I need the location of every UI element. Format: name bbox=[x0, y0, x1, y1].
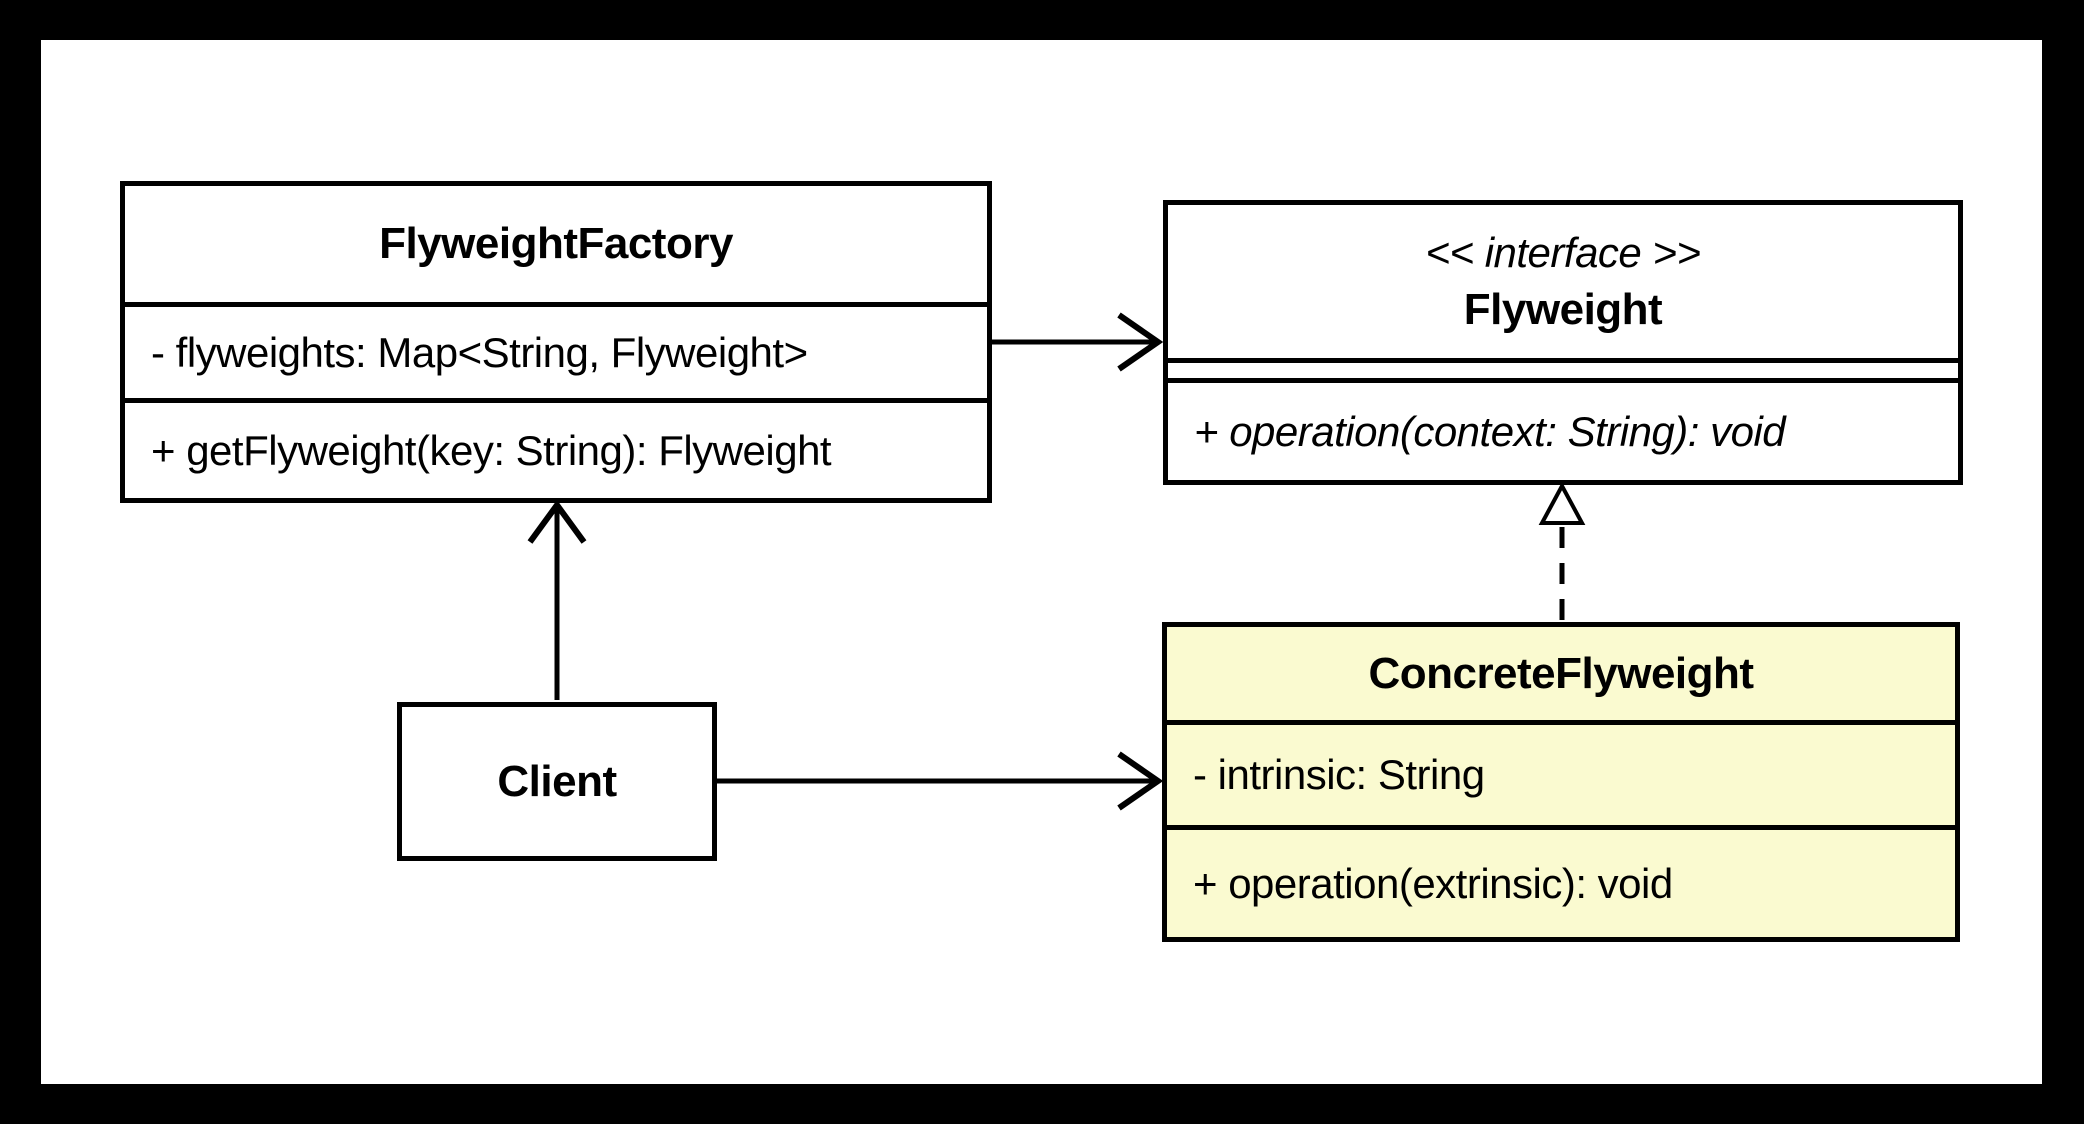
attributes-compartment: - flyweights: Map<String, Flyweight> bbox=[125, 302, 987, 398]
class-name: Client bbox=[497, 756, 617, 806]
methods-compartment: + operation(extrinsic): void bbox=[1167, 825, 1955, 937]
empty-attributes-compartment bbox=[1168, 358, 1958, 378]
class-box-client: Client bbox=[397, 702, 717, 861]
hollow-triangle-arrowhead-icon bbox=[1538, 481, 1586, 525]
association-arrow-client-to-concrete bbox=[717, 751, 1164, 811]
open-arrowhead-icon bbox=[1117, 751, 1164, 811]
class-name: ConcreteFlyweight bbox=[1368, 648, 1754, 698]
class-title-compartment: ConcreteFlyweight bbox=[1167, 627, 1955, 720]
attributes-compartment: - intrinsic: String bbox=[1167, 720, 1955, 825]
class-box-flyweight-factory: FlyweightFactory - flyweights: Map<Strin… bbox=[120, 181, 992, 503]
class-title-compartment: FlyweightFactory bbox=[125, 186, 987, 302]
open-arrowhead-icon bbox=[1117, 312, 1164, 372]
class-name: FlyweightFactory bbox=[379, 219, 733, 268]
methods-compartment: + operation(context: String): void bbox=[1168, 378, 1958, 480]
method-row: + getFlyweight(key: String): Flyweight bbox=[151, 426, 832, 474]
realization-arrow-concrete-to-flyweight bbox=[1538, 481, 1586, 620]
attribute-row: - intrinsic: String bbox=[1193, 751, 1485, 798]
method-row: + operation(extrinsic): void bbox=[1193, 859, 1673, 907]
stereotype-label: << interface >> bbox=[1425, 228, 1701, 276]
open-arrowhead-icon bbox=[527, 499, 587, 544]
methods-compartment: + getFlyweight(key: String): Flyweight bbox=[125, 398, 987, 498]
association-arrow-client-to-factory bbox=[527, 499, 587, 700]
class-title-compartment: Client bbox=[402, 707, 712, 856]
association-arrow-factory-to-flyweight bbox=[992, 312, 1164, 372]
class-box-concrete-flyweight: ConcreteFlyweight - intrinsic: String + … bbox=[1162, 622, 1960, 942]
method-row: + operation(context: String): void bbox=[1194, 407, 1786, 455]
attribute-row: - flyweights: Map<String, Flyweight> bbox=[151, 328, 808, 376]
class-name: Flyweight bbox=[1463, 284, 1663, 334]
class-title-compartment: << interface >> Flyweight bbox=[1168, 205, 1958, 358]
class-box-flyweight-interface: << interface >> Flyweight + operation(co… bbox=[1163, 200, 1963, 485]
diagram-canvas: FlyweightFactory - flyweights: Map<Strin… bbox=[41, 40, 2042, 1084]
